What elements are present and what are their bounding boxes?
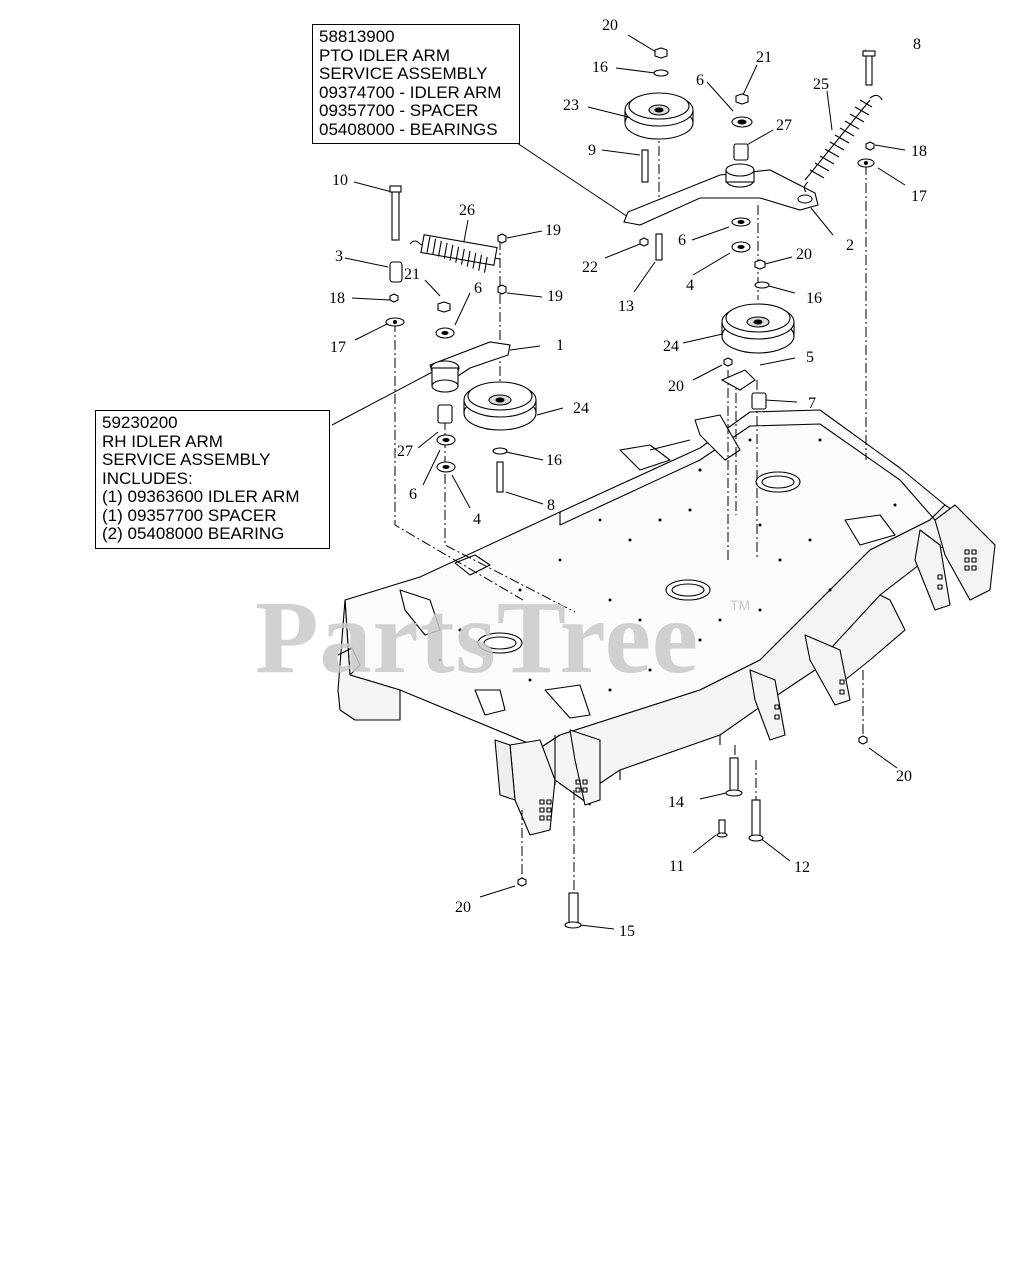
part-label: 8 (913, 36, 921, 53)
part-label: 5 (806, 349, 814, 366)
part-label: 20 (602, 17, 618, 34)
part-label: 2 (846, 237, 854, 254)
part-label: 26 (459, 202, 475, 219)
part-label: 27 (397, 443, 413, 460)
callout-line: (1) 09363600 IDLER ARM (102, 487, 300, 506)
part-label: 17 (330, 339, 346, 356)
part-label: 6 (474, 280, 482, 297)
part-label: 13 (618, 298, 634, 315)
part-label: 6 (696, 72, 704, 89)
part-label: 27 (776, 117, 792, 134)
part-label: 20 (796, 246, 812, 263)
leader-lines (331, 34, 906, 930)
part-label: 19 (547, 288, 563, 305)
callout-line: 58813900 (319, 27, 395, 46)
part-label: 20 (668, 378, 684, 395)
callout-line: 05408000 - BEARINGS (319, 119, 498, 139)
rh-idler-arm-callout: 59230200 RH IDLER ARM SERVICE ASSEMBLY I… (95, 410, 330, 549)
parts-artwork (385, 47, 883, 929)
part-label: 24 (573, 400, 589, 417)
pulley-24-right-icon (721, 303, 795, 354)
part-label: 14 (668, 794, 684, 811)
part-label: 16 (546, 452, 562, 469)
callout-line: 59230200 (102, 413, 178, 432)
pulley-23-icon (624, 92, 694, 140)
spacer-7 (751, 392, 767, 410)
bolt-10 (391, 189, 400, 241)
bolt-8-top (865, 54, 873, 86)
part-label: 11 (669, 858, 684, 875)
part-label: 18 (911, 143, 927, 160)
watermark-trademark: TM (730, 597, 751, 613)
mower-deck (337, 409, 996, 836)
callout-line: INCLUDES: (102, 468, 193, 488)
spacer-27a (733, 143, 749, 161)
part-label: 3 (335, 248, 343, 265)
part-label: 20 (455, 899, 471, 916)
part-label: 12 (794, 859, 810, 876)
part-label: 24 (663, 338, 679, 355)
bolt-11 (718, 819, 726, 835)
callout-line: (2) 05408000 BEARING (102, 524, 285, 543)
part-label: 21 (756, 49, 772, 66)
part-label: 9 (588, 142, 596, 159)
callout-line: 09374700 - IDLER ARM (319, 82, 502, 102)
part-label: 17 (911, 188, 927, 205)
spring-26-icon (409, 240, 501, 260)
part-label: 21 (404, 266, 420, 283)
part-label: 4 (473, 511, 481, 528)
bolt-15 (568, 892, 579, 924)
bolt-14 (729, 757, 739, 794)
part-label: 19 (545, 222, 561, 239)
callout-line: 09357700 - SPACER (319, 101, 479, 120)
callout-line: (1) 09357700 SPACER (102, 505, 277, 525)
pin-9 (641, 149, 649, 183)
part-label: 7 (808, 395, 816, 412)
part-label: 25 (813, 76, 829, 93)
spring-25-icon (804, 99, 871, 181)
pulley-24-left-icon (463, 381, 537, 431)
bracket-5 (720, 369, 756, 391)
callout-line: SERVICE ASSEMBLY (319, 64, 488, 83)
callout-line: SERVICE ASSEMBLY (102, 450, 271, 469)
part-label: 10 (332, 172, 348, 189)
spacer-27b (437, 404, 453, 424)
part-label: 4 (686, 277, 694, 294)
part-label: 1 (556, 337, 564, 354)
part-label: 22 (582, 259, 598, 276)
part-label: 15 (619, 923, 635, 940)
part-label: 16 (806, 290, 822, 307)
part-number-labels: 20 16 21 8 23 6 25 27 9 18 17 10 26 19 6… (329, 17, 927, 940)
bolt-12 (751, 799, 761, 839)
part-label: 16 (592, 59, 608, 76)
part-label: 20 (896, 768, 912, 785)
part-label: 8 (547, 497, 555, 514)
callout-line: PTO IDLER ARM (319, 45, 450, 65)
part-label: 6 (409, 486, 417, 503)
bolt-8-bottom (496, 461, 504, 493)
part-label: 23 (563, 97, 579, 114)
hardware-small (385, 47, 875, 929)
part-label: 6 (678, 232, 686, 249)
callout-line: RH IDLER ARM (102, 431, 223, 451)
pto-idler-arm (623, 169, 819, 226)
spacer-3 (389, 261, 403, 283)
partstree-watermark: PartsTree (255, 580, 700, 695)
part-label: 18 (329, 290, 345, 307)
pto-idler-arm-callout: 58813900 PTO IDLER ARM SERVICE ASSEMBLY … (312, 24, 520, 144)
pin-13 (655, 233, 663, 261)
